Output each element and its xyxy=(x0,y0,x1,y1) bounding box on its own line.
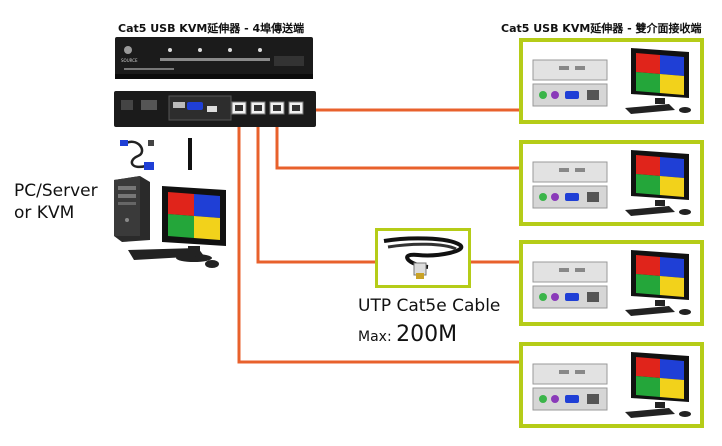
cable-to-receiver-2 xyxy=(275,112,522,170)
receiver-unit-icon xyxy=(532,161,608,209)
receiver-box-1 xyxy=(519,38,704,124)
receiver-box-4 xyxy=(519,342,704,428)
cable-inset xyxy=(375,228,471,288)
source-label-line1: PC/Server xyxy=(14,181,98,201)
cable-to-receiver-4 xyxy=(237,112,522,364)
source-label-line2: or KVM xyxy=(14,203,75,223)
receiver-box-3 xyxy=(519,240,704,326)
transmitter-front-unit: SOURCE xyxy=(115,37,313,79)
source-label: PC/Server or KVM xyxy=(14,180,98,224)
receiver-unit-icon xyxy=(532,59,608,107)
pc-tower-icon xyxy=(114,176,150,242)
receiver-unit-icon xyxy=(532,363,608,411)
max-value: 200M xyxy=(396,322,458,347)
receiver-unit-icon xyxy=(532,261,608,309)
receiver-monitor-icon xyxy=(625,48,691,114)
svg-text:SOURCE: SOURCE xyxy=(121,58,138,63)
receiver-monitor-icon xyxy=(625,150,691,216)
rj45-cable-icon xyxy=(383,236,464,279)
kvm-cable-bundle-icon xyxy=(120,140,154,170)
transmitter-rear-unit xyxy=(114,91,316,127)
receiver-title: Cat5 USB KVM延伸器 - 雙介面接收端 xyxy=(501,22,702,35)
max-distance-label: Max: 200M xyxy=(358,322,457,347)
cable-type-label: UTP Cat5e Cable xyxy=(358,296,501,316)
max-prefix: Max: xyxy=(358,329,397,345)
receiver-monitor-icon xyxy=(625,352,691,418)
connection-line xyxy=(188,138,192,170)
receiver-monitor-icon xyxy=(625,250,691,316)
receiver-box-2 xyxy=(519,140,704,226)
transmitter-title: Cat5 USB KVM延伸器 - 4埠傳送端 xyxy=(118,22,305,35)
source-keyboard-icon xyxy=(128,248,219,268)
